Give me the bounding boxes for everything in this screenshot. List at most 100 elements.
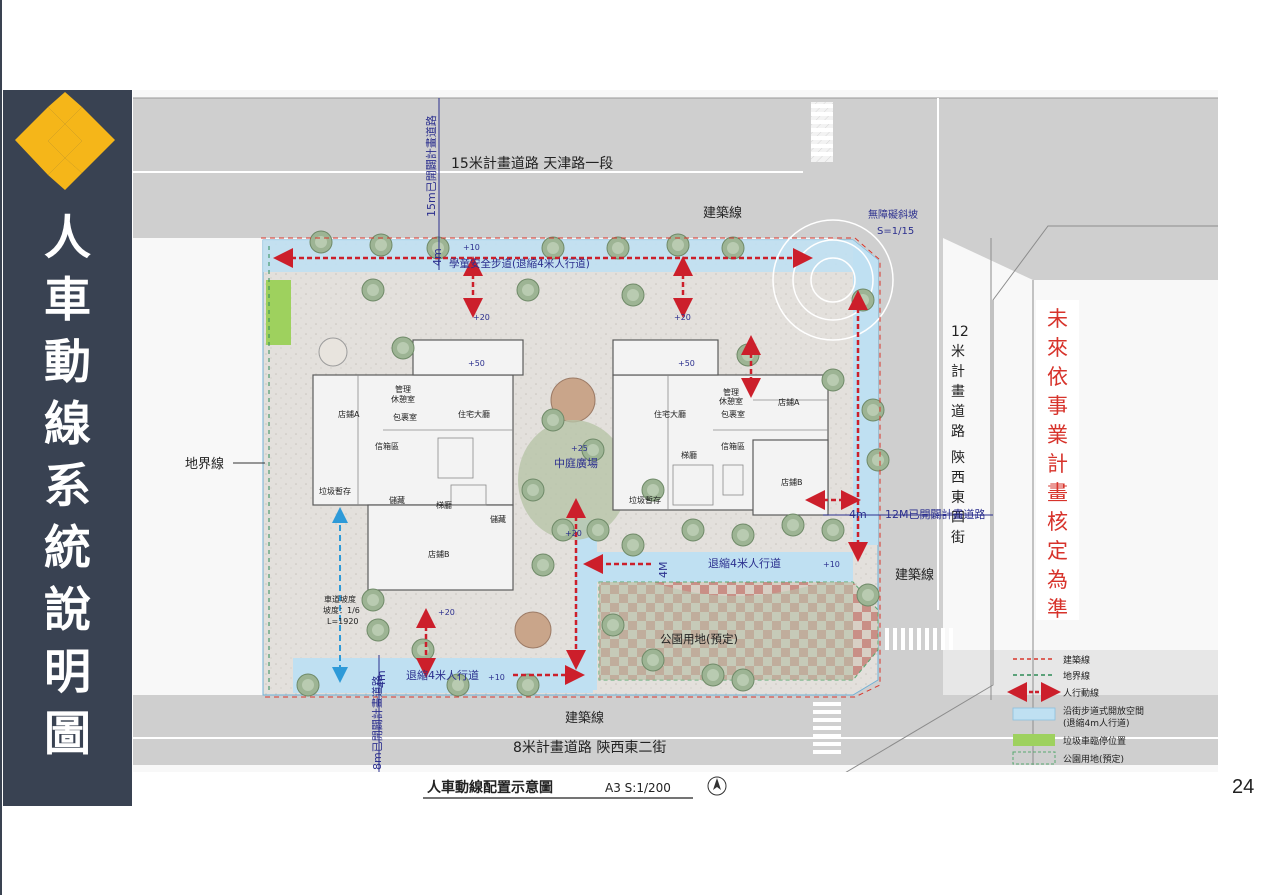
setback-walk-middle: 退縮4米人行道 [708,556,781,570]
svg-text:店鋪A: 店鋪A [338,409,360,419]
svg-text:依: 依 [1047,365,1068,389]
title-char: 系 [44,459,91,514]
site-plan: 15米計畫道路 天津路一段 8米計畫道路 陝西東二街 12 米 計 畫 道 路 … [133,90,1218,806]
title-char: 動 [44,335,91,390]
svg-text:12: 12 [951,324,969,340]
svg-text:未: 未 [1047,307,1068,331]
svg-text:+25: +25 [571,444,588,453]
svg-text:畫: 畫 [951,384,965,400]
svg-text:+20: +20 [473,313,490,322]
building-left [312,339,524,591]
legend-open-space-swatch [1012,707,1056,721]
svg-text:儲藏: 儲藏 [490,514,506,524]
svg-text:儲藏: 儲藏 [389,495,405,505]
svg-text:計: 計 [1047,452,1068,476]
svg-text:店鋪B: 店鋪B [781,477,803,487]
svg-text:休憩室: 休憩室 [719,396,743,406]
boundary-line-label: 地界線 [185,456,224,472]
pedestrian-arrows [273,248,868,685]
building-line-bottom: 建築線 [565,710,604,726]
svg-text:道: 道 [951,404,965,420]
svg-text:梯廳: 梯廳 [436,500,452,510]
svg-text:路: 路 [951,424,965,440]
svg-text:街: 街 [951,530,965,546]
crosswalk-right [885,628,953,650]
svg-text:西: 西 [951,470,965,486]
svg-text:米: 米 [951,344,965,360]
vertical-title: 人 車 動 線 系 統 說 明 圖 [3,208,132,766]
courtyard-label: 中庭廣場 [554,456,598,470]
vertical-caption: 未 來 依 事 業 計 畫 核 定 為 準 [1047,307,1068,621]
side-panel: 人 車 動 線 系 統 說 明 圖 [3,90,132,806]
svg-text:垃圾暫存: 垃圾暫存 [629,495,661,505]
walk-middle [593,552,853,582]
svg-text:信箱區: 信箱區 [721,441,745,451]
bottom-side-road-label: 8m已開闢計畫道路 [370,675,384,770]
top-road [133,98,1218,238]
svg-text:店鋪A: 店鋪A [778,397,800,407]
svg-text:住宅大廳: 住宅大廳 [458,409,490,419]
ramp-slope: S=1/15 [877,226,914,237]
svg-text:休憩室: 休憩室 [391,394,415,404]
svg-text:+50: +50 [468,359,485,368]
north-arrow-icon [707,776,727,796]
svg-text:定: 定 [1047,539,1068,563]
svg-text:+10: +10 [488,673,505,682]
building-right [612,339,829,516]
svg-text:核: 核 [1047,510,1068,534]
svg-text:為: 為 [1047,568,1068,592]
svg-text:垃圾暫存: 垃圾暫存 [319,486,351,496]
setback-4M-middle: 4M [657,562,670,579]
title-char: 說 [44,583,91,638]
elevation-marks: +10 +20 +20 +50 +50 +25 +10 +10 +20 +20 [438,243,840,682]
walk-vertical [575,520,597,690]
legend-garbage: 垃圾車臨停位置 [1063,735,1126,747]
car-ramp-slope: 坡度：1/6 [323,605,360,615]
svg-text:+20: +20 [674,313,691,322]
svg-text:+20: +20 [565,529,582,538]
diamond-logo-icon [15,92,115,190]
room-labels: 店鋪A 店鋪A 店鋪B 店鋪B 住宅大廳 住宅大廳 管理 休憩室 包裹室 管理 … [319,384,803,559]
svg-text:陝: 陝 [951,450,965,466]
svg-text:業: 業 [1047,423,1068,447]
svg-text:管理: 管理 [723,387,739,397]
svg-text:畫: 畫 [1047,481,1068,505]
svg-text:住宅大廳: 住宅大廳 [654,409,686,419]
svg-text:準: 準 [1047,597,1068,621]
right-side-road-label: 12M已開闢計畫道路 [885,507,986,521]
caption-box [1036,300,1079,620]
left-border [0,0,2,895]
svg-text:梯廳: 梯廳 [681,450,697,460]
car-ramp-length: L=1920 [327,617,359,626]
page-number: 24 [1232,776,1255,798]
title-char: 圖 [44,707,91,762]
legend-boundary: 地界線 [1063,670,1090,682]
site-plan-svg: 15米計畫道路 天津路一段 8米計畫道路 陝西東二街 12 米 計 畫 道 路 … [133,90,1218,806]
setback-4m-bottom: 4m [375,670,388,688]
svg-text:信箱區: 信箱區 [375,441,399,451]
building-line-dashed [261,237,881,698]
legend-open-space: 沿街步道式開放空間 [1063,705,1144,717]
crosswalk-bottom [813,702,841,754]
bottom-road-label: 8米計畫道路 陝西東二街 [513,740,666,756]
drawing-title: 人車動線配置示意圖 [427,779,553,796]
svg-text:+20: +20 [438,608,455,617]
svg-text:四: 四 [951,510,965,526]
svg-text:來: 來 [1047,336,1068,360]
top-road-label: 15米計畫道路 天津路一段 [451,156,613,172]
setback-walk-bottom: 退縮4米人行道 [406,668,479,682]
legend-walk-arrow: 人行動線 [1063,687,1099,699]
title-char: 線 [44,397,91,452]
svg-text:管理: 管理 [395,384,411,394]
car-ramp-label: 車道坡度 [324,594,356,604]
title-char: 人 [44,211,91,266]
svg-text:包裹室: 包裹室 [721,409,745,419]
drawing-scale: A3 S:1/200 [605,781,671,795]
legend-building-line: 建築線 [1063,654,1090,666]
svg-text:包裹室: 包裹室 [393,412,417,422]
top-right-road [943,238,1218,280]
title-char: 統 [44,521,91,576]
park-label: 公園用地(預定) [660,632,738,646]
crosswalk-top [811,102,833,162]
legend-open-space-sub: (退縮4m人行道) [1063,717,1130,729]
